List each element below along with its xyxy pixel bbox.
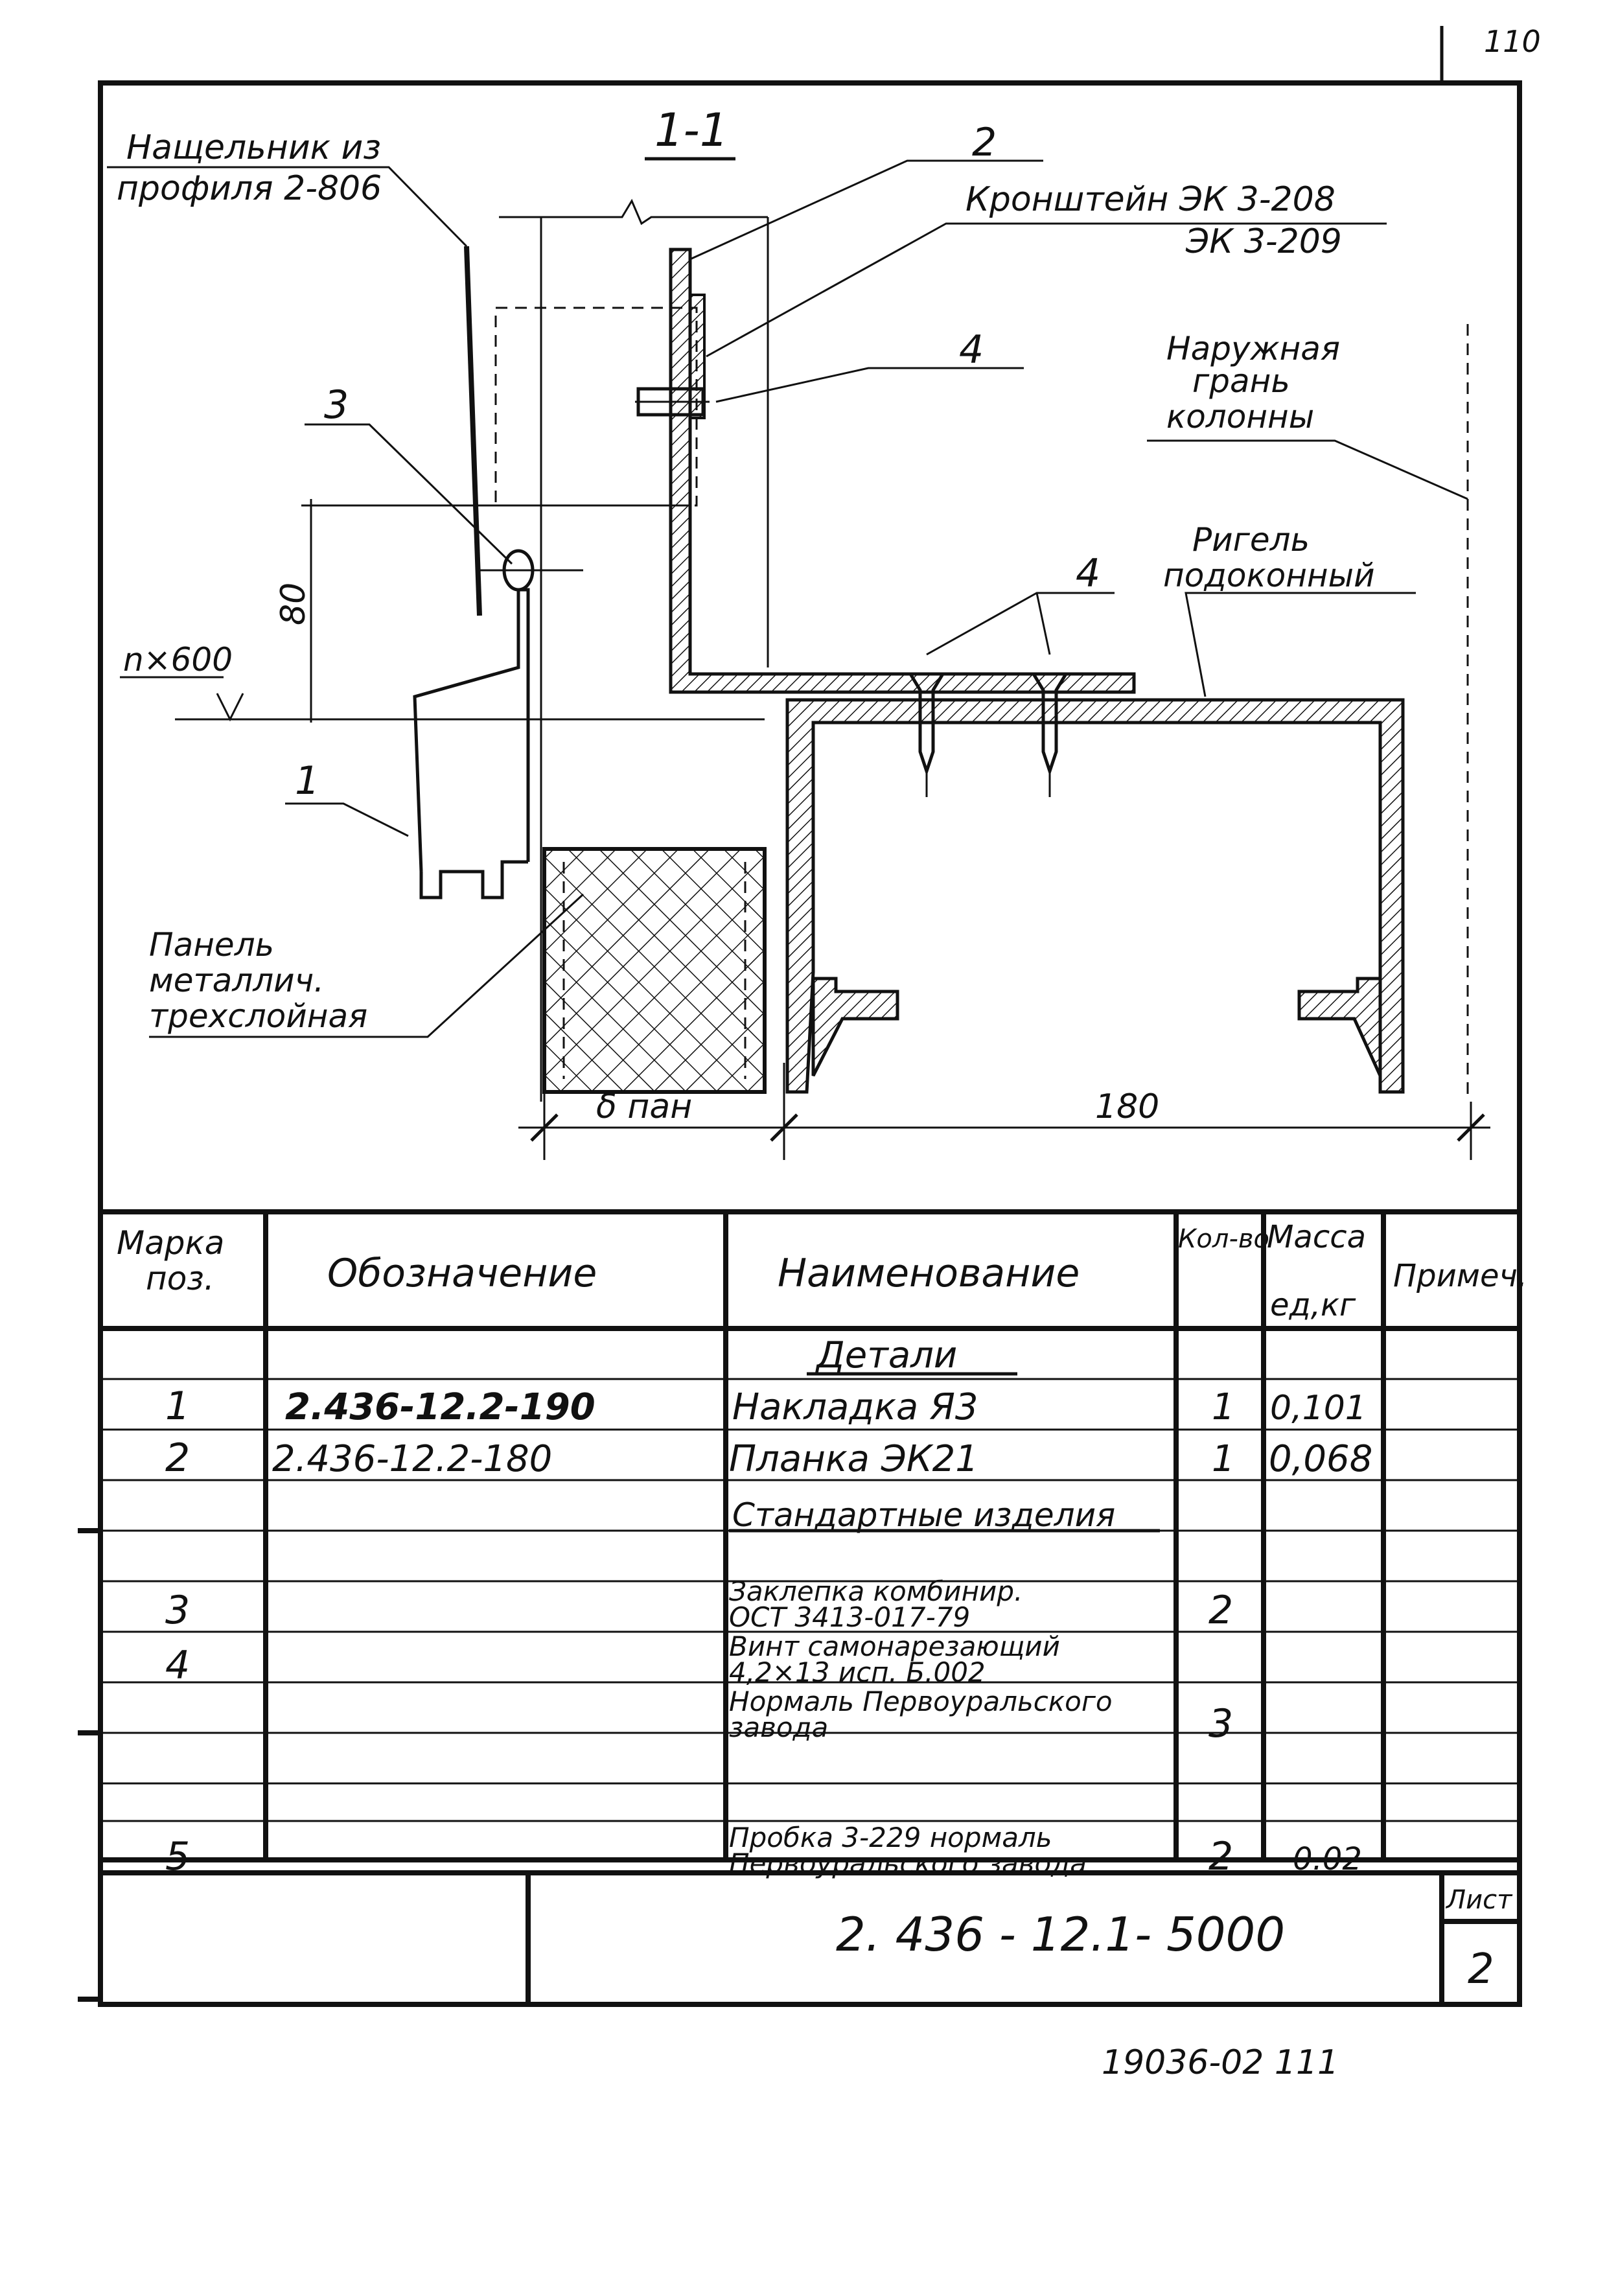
bracket-profile xyxy=(669,248,1136,694)
row1-designation: 2.436-12.2-190 xyxy=(285,1386,595,1428)
row2-mark: 2 xyxy=(165,1435,190,1481)
pos1-leader xyxy=(285,802,409,837)
overlay-1-foot xyxy=(419,860,528,899)
pos3-leader xyxy=(305,423,513,565)
overlay-1-shape xyxy=(413,588,530,872)
nx600-label: n×600 xyxy=(123,641,233,678)
section-drawing: 1-1 Нащельник из профиля 2-806 2 Кронште… xyxy=(107,104,1490,1160)
rigel-flange-left xyxy=(811,977,899,1077)
level-arrow xyxy=(216,693,244,722)
sheet-frame xyxy=(98,80,1522,2007)
column-outline xyxy=(494,307,698,507)
panel-leader xyxy=(149,893,584,1038)
rigel-leader xyxy=(1185,592,1416,697)
row2-mass: 0,068 xyxy=(1269,1438,1372,1480)
row4-name-line1: Винт самонарезающий xyxy=(729,1630,1060,1662)
pos3-label: 3 xyxy=(324,382,349,428)
table-row: 2 2.436-12.2-180 Планка ЭК21 1 0,068 xyxy=(165,1435,1372,1481)
page-number-top: 110 xyxy=(1484,24,1541,59)
kron-leader xyxy=(706,222,1387,358)
pos4-top-label: 4 xyxy=(959,327,984,373)
header-qty: Кол-во xyxy=(1178,1224,1269,1254)
row5-name-line1: Пробка 3-229 нормаль xyxy=(729,1822,1052,1853)
header-mark-line1: Марка xyxy=(117,1224,224,1262)
panel-label-line2: металлич. xyxy=(149,962,324,999)
row1-mass: 0,101 xyxy=(1270,1389,1367,1428)
row2-qty: 1 xyxy=(1212,1438,1235,1480)
row3-mark: 3 xyxy=(165,1588,190,1633)
gran-line3: колонны xyxy=(1166,398,1314,435)
header-mass-line1: Масса xyxy=(1267,1219,1366,1255)
row1-mark: 1 xyxy=(165,1384,190,1429)
nasch-callout-line1: Нащельник из xyxy=(126,128,381,167)
nasch-profile xyxy=(464,246,482,616)
gran-line2: грань xyxy=(1192,362,1290,400)
row1-name: Накладка Я3 xyxy=(732,1386,978,1428)
gran-leader xyxy=(1147,439,1468,500)
dim-tick-3 xyxy=(1457,1113,1485,1142)
row1-qty: 1 xyxy=(1212,1386,1235,1428)
dim-dpan-label: δ пан xyxy=(596,1087,692,1126)
page-number-bottom: 19036-02 111 xyxy=(1102,2043,1339,2082)
sandwich-panel xyxy=(542,847,767,1094)
dim-tick-1 xyxy=(530,1113,559,1142)
rigel-flange-right xyxy=(1297,977,1382,1077)
pos4-mid-leader-b xyxy=(1035,592,1051,655)
kron-callout-line1: Кронштейн ЭК 3-208 xyxy=(965,180,1335,219)
row3-name-line1: Заклепка комбинир. xyxy=(729,1575,1023,1607)
rigel-label-line2: подоконный xyxy=(1163,557,1375,594)
dim-tick-2 xyxy=(770,1113,798,1142)
dim80-label: 80 xyxy=(274,583,313,625)
pos4-top-leader xyxy=(715,367,1024,403)
table-row: 3 Заклепка комбинир. ОСТ 3413-017-79 2 xyxy=(165,1575,1233,1633)
header-designation: Обозначение xyxy=(327,1251,597,1296)
pos4-mid-label: 4 xyxy=(1076,551,1100,596)
row2-name: Планка ЭК21 xyxy=(729,1438,978,1480)
top-break-line xyxy=(499,198,768,226)
row2-designation: 2.436-12.2-180 xyxy=(272,1438,552,1480)
pos1-label: 1 xyxy=(295,758,319,804)
row3-name-line2: ОСТ 3413-017-79 xyxy=(729,1601,970,1633)
row4-name-line4: завода xyxy=(729,1711,828,1743)
section-details: Детали xyxy=(815,1334,957,1376)
panel-label-line1: Панель xyxy=(149,926,274,964)
pos2-label: 2 xyxy=(972,120,997,165)
kron-callout-line2: ЭК 3-209 xyxy=(1185,222,1342,261)
pos2-leader xyxy=(689,159,1043,261)
row4-name-line3: Нормаль Первоуральского xyxy=(729,1686,1113,1717)
row4-mark: 4 xyxy=(165,1643,190,1688)
sheet-number: 2 xyxy=(1468,1945,1494,1993)
sheet-label: Лист xyxy=(1445,1885,1513,1915)
spec-table: Марка поз. Обозначение Наименование Кол-… xyxy=(78,1209,1527,2002)
section-label: 1-1 xyxy=(654,104,728,157)
nasch-leader xyxy=(107,166,468,248)
screw-mid-2 xyxy=(1030,672,1069,776)
header-mark-line2: поз. xyxy=(146,1260,214,1297)
pos4-mid-leader-a xyxy=(926,592,1115,656)
row3-qty: 2 xyxy=(1208,1588,1233,1633)
table-row: 4 Винт самонарезающий 4,2×13 исп. Б.002 … xyxy=(165,1630,1233,1746)
rigel-channel xyxy=(785,698,1405,1094)
header-note: Примеч. xyxy=(1393,1258,1527,1294)
row4-qty: 3 xyxy=(1208,1701,1233,1746)
title-block: 2. 436 - 12.1- 5000 Лист 2 xyxy=(100,1870,1520,2004)
section-standard: Стандартные изделия xyxy=(732,1496,1115,1534)
table-row: 1 2.436-12.2-190 Накладка Я3 1 0,101 xyxy=(165,1384,1367,1429)
gran-line1: Наружная xyxy=(1166,330,1340,367)
dim-180-label: 180 xyxy=(1095,1087,1159,1126)
panel-label-line3: трехслойная xyxy=(149,997,367,1035)
document-number: 2. 436 - 12.1- 5000 xyxy=(836,1907,1285,1962)
screw-mid-1 xyxy=(907,672,946,776)
row4-name-line2: 4,2×13 исп. Б.002 xyxy=(729,1656,986,1688)
header-name: Наименование xyxy=(778,1251,1080,1296)
nasch-callout-line2: профиля 2-806 xyxy=(117,169,382,208)
header-mass-line2: ед,кг xyxy=(1270,1287,1356,1323)
rigel-label-line1: Ригель xyxy=(1192,521,1310,559)
